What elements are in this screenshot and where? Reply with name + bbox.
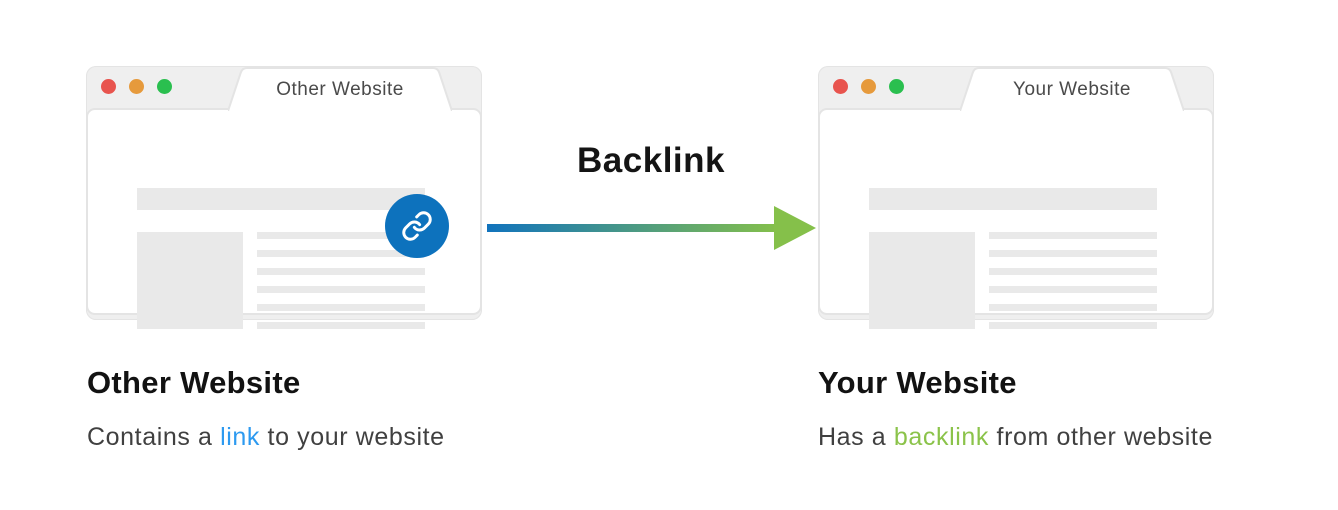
link-badge xyxy=(385,194,449,258)
content-placeholder-bar xyxy=(869,188,1157,210)
text-line-placeholders xyxy=(989,232,1157,329)
traffic-light-dots xyxy=(101,79,172,94)
text-line-placeholders xyxy=(257,232,425,329)
text-line-placeholder xyxy=(257,322,425,329)
text-line-placeholder xyxy=(989,286,1157,293)
browser-body xyxy=(818,108,1214,329)
caption-text-your: Has a backlink from other website xyxy=(818,423,1213,452)
caption-text-post: to your website xyxy=(260,423,445,451)
caption-text-pre: Contains a xyxy=(87,423,221,451)
caption-text-pre: Has a xyxy=(818,423,894,451)
caption-text-other: Contains a link to your website xyxy=(87,423,445,452)
browser-window-other: Other Website xyxy=(86,66,482,329)
tab-title-other: Other Website xyxy=(276,79,404,100)
text-line-placeholder xyxy=(989,304,1157,311)
tab-title-your: Your Website xyxy=(1013,79,1131,100)
link-highlight: link xyxy=(220,423,260,451)
backlink-arrow-shaft xyxy=(487,224,779,232)
link-icon xyxy=(402,211,432,241)
content-placeholder-bar xyxy=(137,188,425,210)
traffic-light-dots xyxy=(833,79,904,94)
backlink-highlight: backlink xyxy=(893,423,989,451)
backlink-arrow-head-icon xyxy=(774,206,816,250)
text-line-placeholder xyxy=(257,286,425,293)
arrow-label: Backlink xyxy=(577,141,725,180)
caption-title-other: Other Website xyxy=(87,365,301,400)
traffic-light-green-icon xyxy=(889,79,904,94)
caption-text-post: from other website xyxy=(988,423,1213,451)
image-placeholder xyxy=(137,232,243,329)
text-line-placeholder xyxy=(989,250,1157,257)
browser-tab-other: Other Website xyxy=(228,66,452,111)
traffic-light-green-icon xyxy=(157,79,172,94)
caption-other-website: Other Website Contains a link to your we… xyxy=(87,365,587,465)
browser-window-your: Your Website xyxy=(818,66,1214,329)
text-line-placeholder xyxy=(257,250,425,257)
text-line-placeholder xyxy=(257,304,425,311)
text-line-placeholder xyxy=(989,322,1157,329)
image-placeholder xyxy=(869,232,975,329)
browser-tab-your: Your Website xyxy=(960,66,1184,111)
text-line-placeholder xyxy=(989,232,1157,239)
text-line-placeholder xyxy=(257,232,425,239)
text-line-placeholder xyxy=(257,268,425,275)
traffic-light-red-icon xyxy=(833,79,848,94)
traffic-light-red-icon xyxy=(101,79,116,94)
traffic-light-orange-icon xyxy=(861,79,876,94)
traffic-light-orange-icon xyxy=(129,79,144,94)
caption-title-your: Your Website xyxy=(818,365,1017,400)
tab-shape xyxy=(960,67,1184,111)
caption-your-website: Your Website Has a backlink from other w… xyxy=(818,365,1318,465)
tab-shape xyxy=(228,67,452,111)
text-line-placeholder xyxy=(989,268,1157,275)
